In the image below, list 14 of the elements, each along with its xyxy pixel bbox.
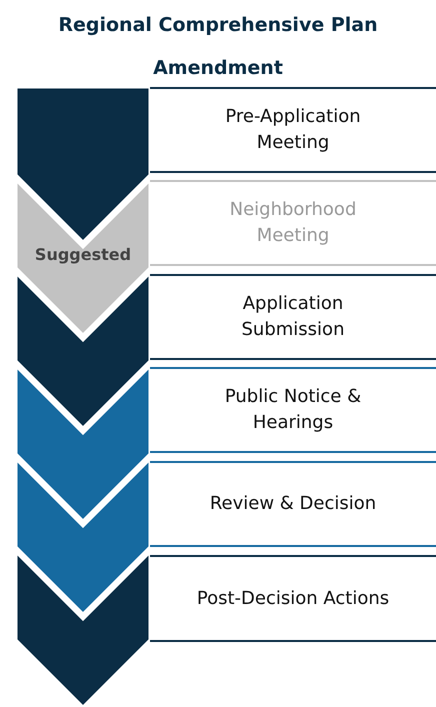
step-label: Post-Decision Actions (196, 586, 390, 610)
step-label: Review & Decision (208, 492, 378, 516)
step-box (150, 87, 436, 173)
title: Regional Comprehensive Plan Amendment (57, 13, 379, 81)
step-box (150, 180, 436, 266)
step-box (150, 274, 436, 360)
step-label: Pre-Application Meeting (224, 105, 362, 155)
step-box (150, 555, 436, 642)
step-box (150, 367, 436, 453)
step-label: Neighborhood Meeting (228, 198, 358, 248)
step-label: Application Submission (240, 292, 346, 342)
step-label: Public Notice & Hearings (224, 385, 362, 435)
step-note: Suggested (34, 245, 132, 264)
step-box (150, 461, 436, 547)
